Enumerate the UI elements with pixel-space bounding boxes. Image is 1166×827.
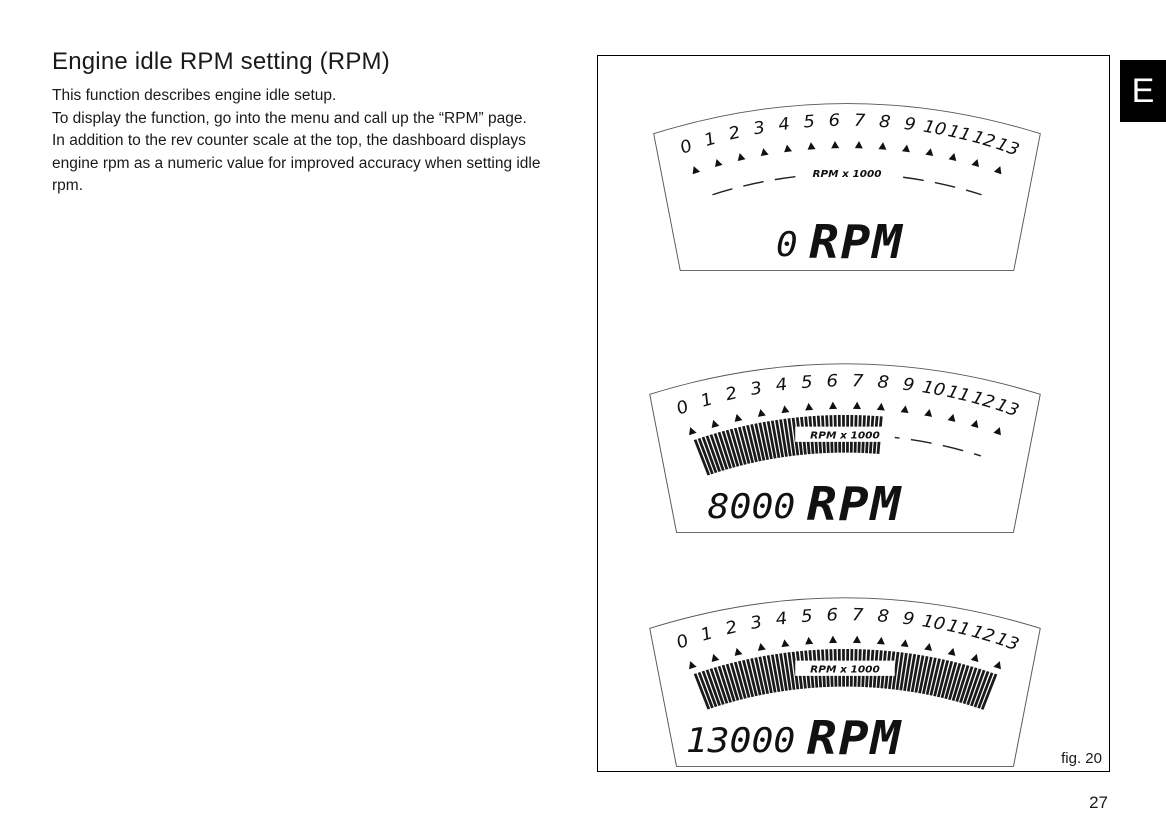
scale-number: 4 (777, 115, 791, 136)
language-tab-letter: E (1131, 71, 1155, 110)
scale-number: 7 (852, 606, 865, 626)
scale-number: 3 (752, 118, 767, 139)
body-paragraph: To display the function, go into the men… (52, 109, 527, 127)
scale-number: 10 (920, 378, 947, 401)
scale-number: 9 (901, 375, 915, 396)
body-paragraph: This function describes engine idle setu… (52, 87, 337, 104)
scale-number: 8 (878, 112, 891, 132)
scale-number: 4 (774, 609, 788, 630)
language-tab: E (1120, 60, 1166, 122)
scale-number: 9 (901, 609, 915, 630)
scale-number: 2 (727, 123, 743, 144)
body-paragraph: In addition to the rev counter scale at … (52, 132, 541, 194)
scale-number: 8 (877, 373, 890, 393)
rpm-value: 0 (776, 226, 798, 265)
scale-label: RPM x 1000 (810, 665, 880, 676)
scale-number: 7 (854, 111, 866, 131)
scale-number: 3 (749, 613, 764, 634)
scale-number: 5 (803, 112, 816, 132)
scale-number: 6 (826, 606, 838, 626)
scale-number: 8 (877, 607, 890, 627)
scale-number: 7 (852, 372, 865, 392)
scale-number: 1 (698, 390, 715, 412)
scale-label-backing (795, 660, 895, 676)
scale-number: 10 (920, 612, 947, 635)
scale-label: RPM x 1000 (810, 431, 880, 442)
scale-number: 4 (774, 375, 788, 396)
scale-number: 11 (946, 122, 973, 146)
page-number: 27 (1089, 793, 1108, 812)
scale-label: RPM x 1000 (813, 169, 882, 180)
scale-number: 11 (945, 382, 972, 406)
scale-number: 5 (800, 373, 813, 393)
article: Engine idle RPM setting (RPM) This funct… (52, 48, 544, 198)
gauge-panel-outline (653, 103, 1041, 271)
gauge-panel-outline (649, 363, 1041, 533)
gauge-panel-outline (649, 597, 1041, 767)
scale-number: 6 (828, 111, 840, 131)
scale-label-backing (797, 165, 897, 181)
rpm-value: 8000 (708, 487, 796, 527)
rpm-unit: RPM (807, 711, 903, 765)
rpm-unit: RPM (807, 477, 903, 531)
scale-number: 3 (749, 379, 764, 400)
figure-label: fig. 20 (1061, 750, 1102, 767)
scale-number: 2 (723, 384, 739, 405)
scale-number: 1 (698, 624, 715, 646)
rpm-unit: RPM (809, 216, 904, 269)
scale-number: 6 (826, 372, 838, 392)
rpm-value: 13000 (686, 721, 795, 761)
scale-number: 11 (945, 616, 972, 640)
scale-number: 10 (922, 117, 948, 140)
scale-number: 2 (723, 618, 739, 639)
page-title: Engine idle RPM setting (RPM) (52, 48, 390, 75)
scale-number: 9 (903, 115, 917, 136)
scale-number: 5 (800, 607, 813, 627)
scale-label-backing (795, 426, 895, 442)
